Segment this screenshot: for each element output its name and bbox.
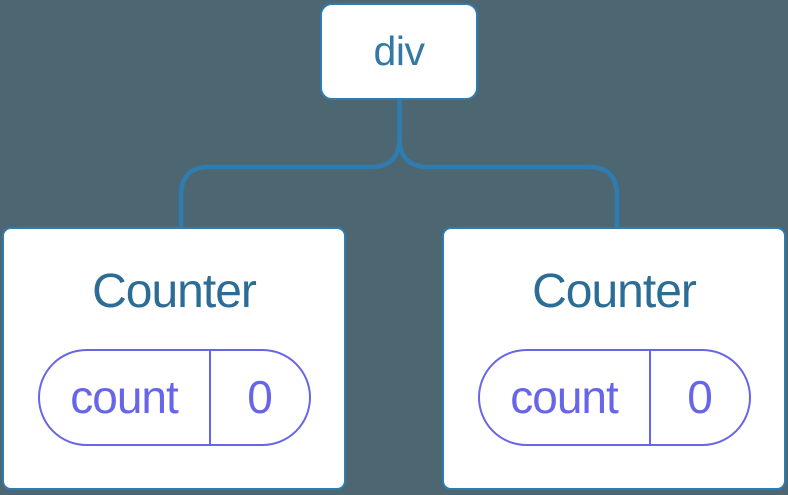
state-pill: count 0 <box>477 349 751 446</box>
state-key-label: count <box>510 370 619 423</box>
state-value: 0 <box>208 351 309 444</box>
component-name-label: Counter <box>532 265 697 318</box>
state-pill: count 0 <box>37 349 311 446</box>
counter-component-card-left: Counter count 0 <box>2 227 346 490</box>
connector-right-branch <box>397 100 620 229</box>
tree-node-root: div <box>320 3 478 100</box>
state-key-label: count <box>70 370 179 423</box>
counter-component-card-right: Counter count 0 <box>442 227 786 490</box>
state-value: 0 <box>648 351 749 444</box>
component-name-label: Counter <box>92 265 257 318</box>
root-node-label: div <box>373 28 425 74</box>
connector-left-branch <box>178 100 402 229</box>
